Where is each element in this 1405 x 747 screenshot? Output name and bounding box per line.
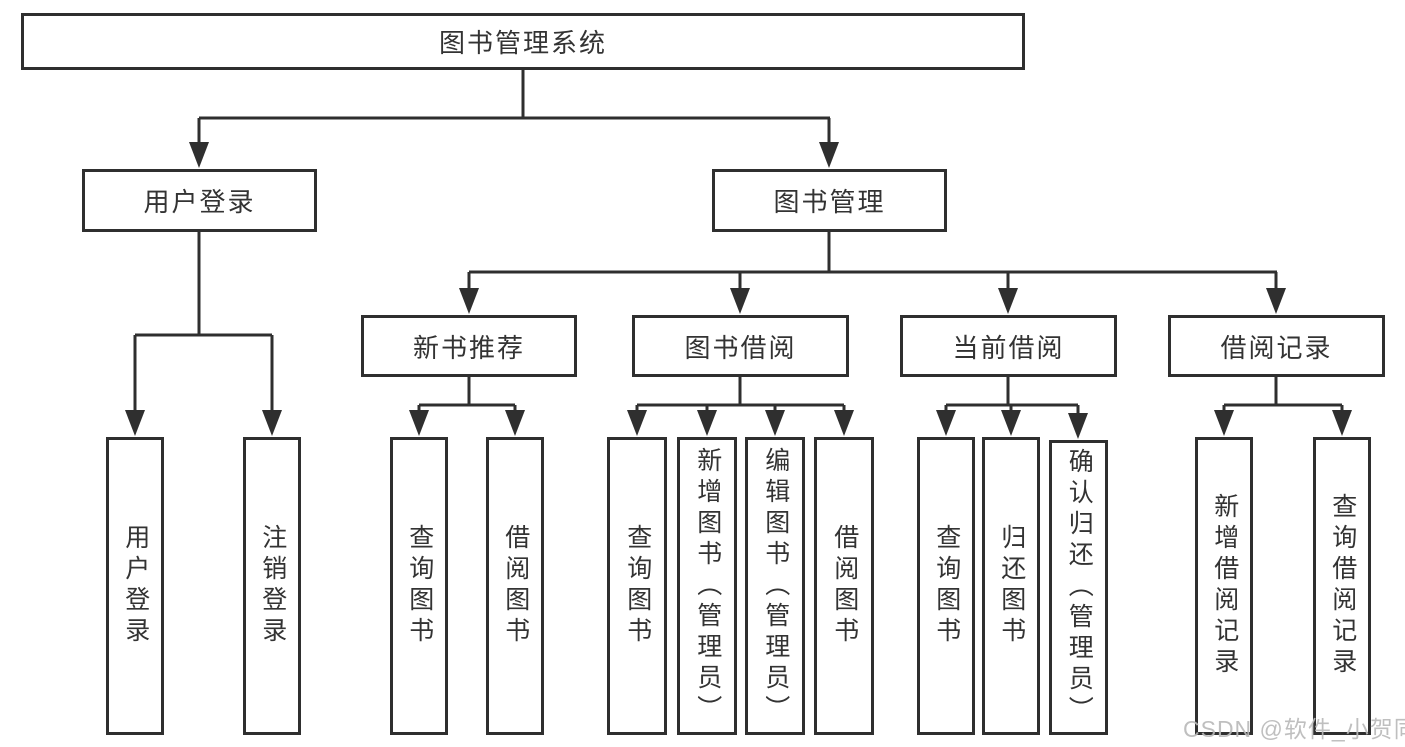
node-leaf-bb-query-books-label: 查询图书 xyxy=(623,524,652,648)
node-new-book-recommend-label: 新书推荐 xyxy=(412,332,525,363)
node-leaf-nb-borrow-books: 借阅图书 xyxy=(486,437,544,735)
node-leaf-br-add-record: 新增借阅记录 xyxy=(1195,437,1253,735)
node-user-login: 用户登录 xyxy=(82,169,317,232)
node-leaf-bb-edit-books-label: 编辑图书（管理员） xyxy=(761,446,790,726)
node-leaf-cb-return-books: 归还图书 xyxy=(982,437,1040,735)
node-leaf-bb-add-books-label: 新增图书（管理员） xyxy=(693,446,722,726)
node-user-login-label: 用户登录 xyxy=(143,187,256,217)
node-borrow-records: 借阅记录 xyxy=(1168,315,1385,377)
node-leaf-nb-query-books: 查询图书 xyxy=(390,437,448,735)
node-leaf-cb-return-books-label: 归还图书 xyxy=(997,524,1026,648)
node-book-borrow-label: 图书借阅 xyxy=(684,332,797,363)
node-leaf-bb-edit-books: 编辑图书（管理员） xyxy=(745,437,805,735)
node-leaf-nb-query-books-label: 查询图书 xyxy=(405,524,434,648)
node-leaf-cb-query-books-label: 查询图书 xyxy=(932,524,961,648)
node-leaf-cb-confirm-return-label: 确认归还（管理员） xyxy=(1065,448,1094,727)
tree-edges xyxy=(133,70,1344,417)
csdn-watermark: CSDN @软件_小贺同学 xyxy=(1183,716,1405,742)
arrowhead-icons xyxy=(125,142,1352,439)
node-book-management-label: 图书管理 xyxy=(773,187,886,217)
node-current-borrow: 当前借阅 xyxy=(900,315,1117,377)
node-leaf-user-login-label: 用户登录 xyxy=(121,524,150,648)
node-root: 图书管理系统 xyxy=(21,13,1025,70)
node-leaf-br-add-record-label: 新增借阅记录 xyxy=(1210,493,1239,679)
node-leaf-bb-borrow-books: 借阅图书 xyxy=(814,437,874,735)
node-leaf-nb-borrow-books-label: 借阅图书 xyxy=(501,524,530,648)
node-leaf-bb-query-books: 查询图书 xyxy=(607,437,667,735)
node-leaf-logout-label: 注销登录 xyxy=(258,524,287,648)
node-book-management: 图书管理 xyxy=(712,169,947,232)
node-new-book-recommend: 新书推荐 xyxy=(361,315,577,377)
node-leaf-logout: 注销登录 xyxy=(243,437,301,735)
node-root-label: 图书管理系统 xyxy=(438,28,607,58)
node-leaf-bb-add-books: 新增图书（管理员） xyxy=(677,437,737,735)
node-leaf-bb-borrow-books-label: 借阅图书 xyxy=(830,524,859,648)
node-book-borrow: 图书借阅 xyxy=(632,315,849,377)
node-leaf-br-query-record: 查询借阅记录 xyxy=(1313,437,1371,735)
node-leaf-cb-query-books: 查询图书 xyxy=(917,437,975,735)
node-leaf-user-login: 用户登录 xyxy=(106,437,164,735)
node-current-borrow-label: 当前借阅 xyxy=(952,332,1065,363)
node-borrow-records-label: 借阅记录 xyxy=(1220,332,1333,363)
node-leaf-br-query-record-label: 查询借阅记录 xyxy=(1328,493,1357,679)
node-leaf-cb-confirm-return: 确认归还（管理员） xyxy=(1049,440,1108,735)
